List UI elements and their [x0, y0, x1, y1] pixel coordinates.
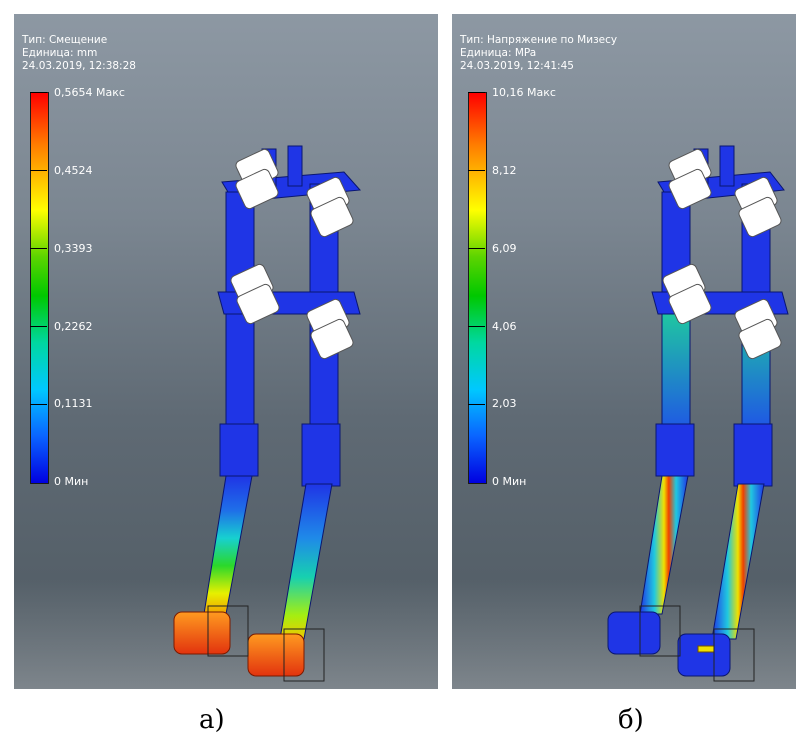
result-type: Тип: Смещение: [22, 34, 108, 46]
fork-model-stress: [607, 145, 789, 682]
legend-tick: [468, 404, 485, 405]
legend-tick: [468, 92, 485, 93]
result-unit: Единица: mm: [22, 47, 98, 59]
caption-b: б): [618, 705, 644, 735]
result-date: 24.03.2019, 12:41:45: [460, 60, 574, 72]
legend-label-max: 0,5654 Макс: [54, 86, 125, 99]
legend-label: 4,06: [492, 320, 517, 333]
caption-a: а): [199, 705, 225, 735]
legend-tick: [30, 404, 47, 405]
legend-tick: [30, 326, 47, 327]
displacement-view: Тип: Смещение Единица: mm 24.03.2019, 12…: [14, 14, 438, 689]
legend-tick: [30, 170, 47, 171]
legend-tick: [30, 92, 47, 93]
legend-label: 0,4524: [54, 164, 93, 177]
legend-label-min: 0 Мин: [492, 475, 527, 488]
legend-label: 6,09: [492, 242, 517, 255]
fork-model-displacement: [173, 145, 362, 682]
legend-label: 2,03: [492, 397, 517, 410]
result-unit: Единица: MPa: [460, 47, 537, 59]
result-info: Тип: Смещение Единица: mm 24.03.2019, 12…: [22, 34, 136, 73]
legend-tick: [30, 248, 47, 249]
legend-label-max: 10,16 Макс: [492, 86, 556, 99]
result-date: 24.03.2019, 12:38:28: [22, 60, 136, 72]
legend-tick: [468, 170, 485, 171]
result-type: Тип: Напряжение по Мизесу: [460, 34, 618, 46]
legend-tick: [468, 248, 485, 249]
legend-label-min: 0 Мин: [54, 475, 89, 488]
stress-view: Тип: Напряжение по Мизесу Единица: MPa 2…: [452, 14, 796, 689]
legend-label: 0,3393: [54, 242, 93, 255]
legend-label: 0,1131: [54, 397, 93, 410]
legend-tick: [468, 326, 485, 327]
legend-label: 8,12: [492, 164, 517, 177]
result-info: Тип: Напряжение по Мизесу Единица: MPa 2…: [460, 34, 617, 73]
legend-label: 0,2262: [54, 320, 93, 333]
